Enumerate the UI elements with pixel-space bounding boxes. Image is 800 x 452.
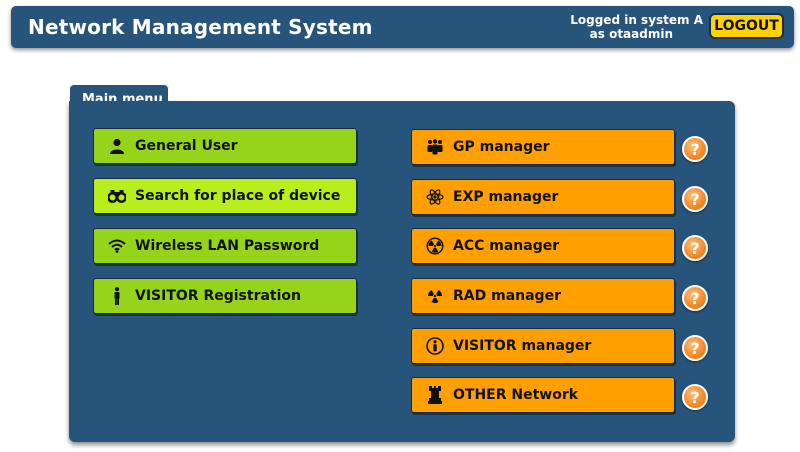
acc-manager-help-button[interactable]: ? xyxy=(682,235,708,261)
rad-manager-label: RAD manager xyxy=(453,288,561,304)
exp-manager-button[interactable]: EXP manager xyxy=(411,179,675,215)
wifi-icon xyxy=(108,237,126,255)
other-network-help-button[interactable]: ? xyxy=(682,384,708,410)
atom-icon xyxy=(426,188,444,206)
search-device-button[interactable]: Search for place of device xyxy=(93,178,357,214)
group-icon xyxy=(426,138,444,156)
visitor-manager-label: VISITOR manager xyxy=(453,338,592,354)
gp-manager-label: GP manager xyxy=(453,139,550,155)
person-standing-icon xyxy=(108,287,126,305)
visitor-registration-label: VISITOR Registration xyxy=(135,288,301,304)
visitor-registration-button[interactable]: VISITOR Registration xyxy=(93,278,357,314)
wireless-lan-password-button[interactable]: Wireless LAN Password xyxy=(93,228,357,264)
rad-manager-button[interactable]: RAD manager xyxy=(411,278,675,314)
chess-rook-icon xyxy=(426,386,444,404)
radiation-icon xyxy=(426,237,444,255)
radiation-small-icon xyxy=(426,287,444,305)
binoculars-icon xyxy=(108,187,126,205)
other-network-label: OTHER Network xyxy=(453,387,579,403)
exp-manager-label: EXP manager xyxy=(453,189,559,205)
wireless-lan-password-label: Wireless LAN Password xyxy=(135,238,320,254)
visitor-manager-help-button[interactable]: ? xyxy=(682,335,708,361)
other-network-button[interactable]: OTHER Network xyxy=(411,377,675,413)
acc-manager-label: ACC manager xyxy=(453,238,560,254)
acc-manager-button[interactable]: ACC manager xyxy=(411,228,675,264)
search-device-label: Search for place of device xyxy=(135,188,341,204)
general-user-button[interactable]: General User xyxy=(93,128,357,164)
general-user-label: General User xyxy=(135,138,238,154)
app-title: Network Management System xyxy=(28,15,373,39)
info-person-icon xyxy=(426,337,444,355)
logout-button[interactable]: LOGOUT xyxy=(709,13,784,39)
visitor-manager-button[interactable]: VISITOR manager xyxy=(411,328,675,364)
exp-manager-help-button[interactable]: ? xyxy=(682,186,708,212)
app-header: Network Management System Logged in syst… xyxy=(11,6,794,48)
login-line-system: Logged in system A xyxy=(570,13,703,27)
rad-manager-help-button[interactable]: ? xyxy=(682,285,708,311)
gp-manager-help-button[interactable]: ? xyxy=(682,136,708,162)
user-icon xyxy=(108,137,126,155)
login-info: Logged in system A as otaadmin xyxy=(523,13,703,41)
login-line-user: as otaadmin xyxy=(589,27,673,41)
gp-manager-button[interactable]: GP manager xyxy=(411,129,675,165)
